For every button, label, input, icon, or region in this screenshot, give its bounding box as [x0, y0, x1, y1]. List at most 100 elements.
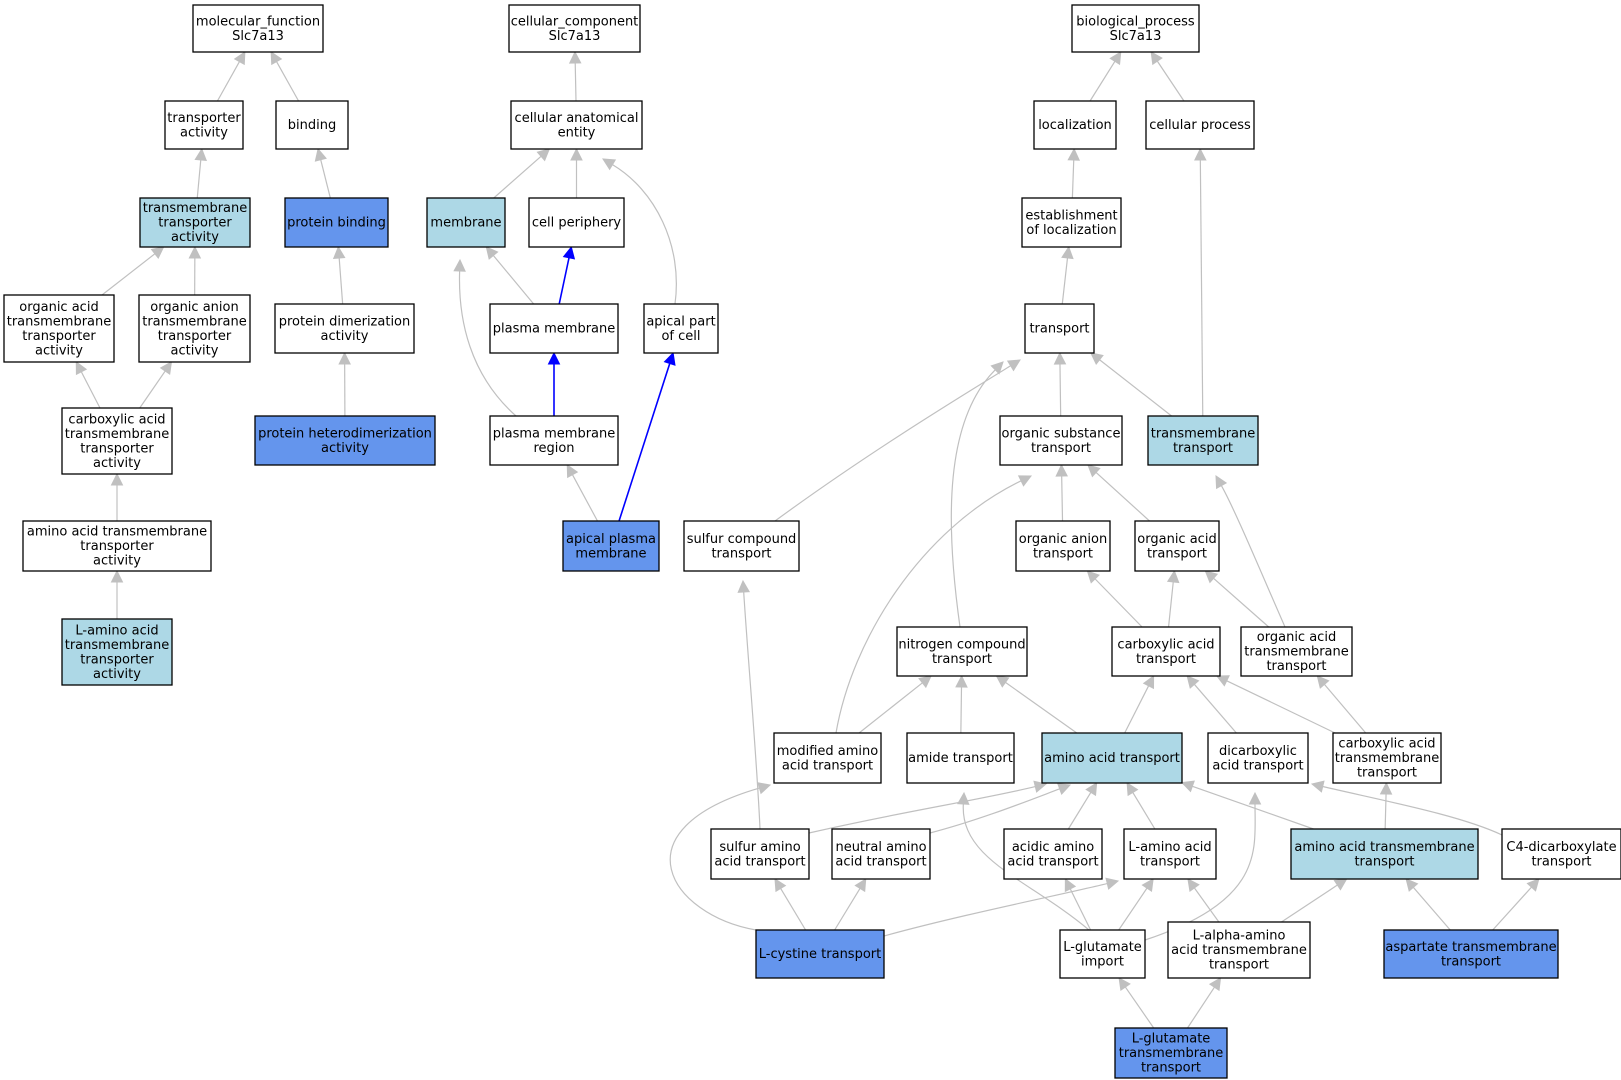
edge-cperiph-to-cae-arrowhead [570, 147, 583, 161]
node-amt[interactable]: amide transport [906, 732, 1015, 784]
edge-asptt-to-c4dt-arrowhead [1526, 878, 1540, 892]
node-binding[interactable]: binding [275, 100, 349, 150]
edge-apm-to-pmr [566, 464, 599, 522]
edge-catt-to-cat-line [1226, 680, 1336, 734]
node-label-line: carboxylic acid [1117, 637, 1214, 652]
edge-cproc-to-bp-arrowhead [1150, 51, 1163, 66]
node-box [1021, 197, 1122, 248]
node-label-line: carboxylic acid [68, 412, 165, 427]
edge-oanta-to-tmta-arrowhead [188, 245, 202, 259]
node-cperiph[interactable]: cell periphery [528, 197, 625, 248]
node-pm[interactable]: plasma membrane [489, 303, 619, 354]
edge-transport-to-estloc-arrowhead [1061, 245, 1074, 260]
node-label-line: of localization [1026, 223, 1116, 238]
node-loc[interactable]: localization [1033, 100, 1117, 150]
edge-laatta-to-aatta-arrowhead [110, 569, 124, 583]
node-box [1071, 4, 1200, 53]
edge-apc-to-cae-line [612, 164, 677, 305]
edge-binding-to-mf-line [275, 61, 300, 102]
edge-pm-to-cperiph [558, 245, 576, 305]
node-label-line: L-glutamate [1132, 1032, 1211, 1047]
node-label-line: activity [93, 667, 141, 682]
node-label-line: entity [558, 125, 596, 140]
node-pb[interactable]: protein binding [284, 197, 389, 248]
node-box [1059, 929, 1146, 979]
node-label-line: L-amino acid [75, 623, 158, 638]
edge-cxta-to-oanta [139, 361, 173, 409]
node-box [1290, 828, 1479, 880]
edge-nct-to-transport-line [950, 369, 996, 628]
node-lcyst[interactable]: L-cystine transport [755, 929, 885, 979]
node-label-line: acid transport [835, 854, 926, 869]
edge-tmt-to-transport [1090, 352, 1172, 417]
node-box [1332, 732, 1442, 784]
node-label-line: acid transport [1212, 758, 1303, 773]
node-label-line: amino acid transmembrane [1294, 840, 1474, 855]
node-label-line: protein binding [287, 216, 386, 231]
edge-oatt-to-oat-arrowhead [1204, 570, 1219, 584]
node-label-line: establishment [1025, 208, 1117, 223]
edge-aat-to-cat-arrowhead [1142, 675, 1155, 690]
edge-oat-to-ost-arrowhead [1087, 464, 1101, 478]
node-label-line: transmembrane [1335, 751, 1440, 766]
node-box [3, 294, 115, 363]
node-aat[interactable]: amino acid transport [1041, 732, 1183, 784]
node-cproc[interactable]: cellular process [1145, 100, 1255, 150]
node-cxta[interactable]: carboxylic acidtransmembranetransportera… [61, 407, 173, 475]
edge-cat-to-oat-arrowhead [1166, 569, 1180, 584]
edge-laat-to-aat-line [1132, 792, 1156, 830]
node-label-line: transport [1029, 322, 1089, 337]
edge-binding-to-mf-arrowhead [270, 51, 283, 66]
node-oanta[interactable]: organic aniontransmembranetransporteract… [138, 294, 251, 363]
node-box [489, 303, 619, 354]
edge-lgi-to-laat-arrowhead [1141, 878, 1154, 893]
edge-tmt-to-cproc-arrowhead [1194, 147, 1207, 161]
node-oatta[interactable]: organic acidtransmembranetransporteracti… [3, 294, 115, 363]
edge-sct-to-transport-arrowhead [1006, 359, 1021, 372]
edge-tmta-to-ta-arrowhead [194, 147, 208, 162]
edge-oant-to-ost-arrowhead [1055, 463, 1068, 477]
edge-lcyst-to-saat-arrowhead [774, 878, 787, 893]
node-laatta[interactable]: L-amino acidtransmembranetransporteracti… [61, 618, 173, 686]
node-aatta[interactable]: amino acid transmembranetransporteractiv… [22, 520, 212, 572]
node-label-line: L-amino acid [1128, 840, 1211, 855]
node-transport[interactable]: transport [1024, 303, 1095, 354]
node-box [275, 100, 349, 150]
node-label-line: acid transport [782, 758, 873, 773]
edge-cae-to-cc [568, 50, 582, 102]
node-membrane[interactable]: membrane [426, 197, 506, 248]
